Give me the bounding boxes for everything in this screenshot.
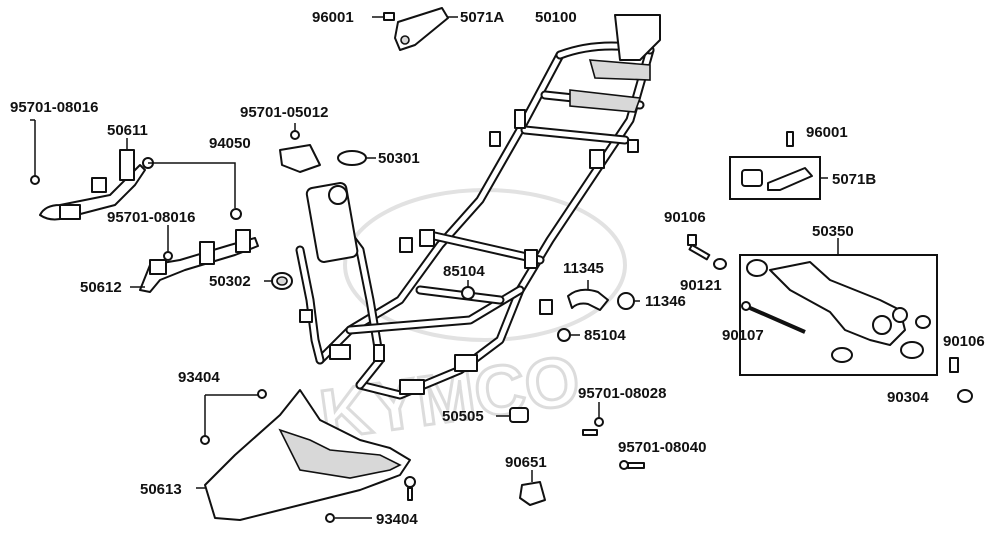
callout-95701-08028: 95701-08028	[578, 385, 666, 402]
bolt-95701-08028	[582, 402, 604, 436]
callout-50350: 50350	[812, 223, 854, 240]
bracket-95701-05012	[279, 123, 321, 173]
callout-50100: 50100	[535, 9, 577, 26]
callout-50611: 50611	[107, 122, 148, 139]
callout-85104-b: 85104	[584, 327, 626, 344]
engine-hanger-50350	[739, 238, 938, 376]
callout-90106-b: 90106	[943, 333, 985, 350]
bolts-93404-a	[200, 389, 267, 445]
main-frame	[295, 14, 661, 400]
callout-90121: 90121	[680, 277, 722, 294]
grommet-50301	[337, 150, 376, 166]
clamp-85104-b	[557, 328, 580, 342]
step-bracket-5071a	[372, 7, 458, 51]
clip-90651	[519, 470, 546, 506]
callout-93404-b: 93404	[376, 511, 418, 528]
clamp-85104-a	[461, 280, 475, 300]
under-cover-50613	[196, 389, 411, 521]
callout-96001-top: 96001	[312, 9, 354, 26]
callout-11346: 11346	[645, 293, 686, 310]
callout-50613: 50613	[140, 481, 182, 498]
bolt-95701-08040	[619, 460, 645, 470]
callout-90651: 90651	[505, 454, 547, 471]
washer-90121	[713, 258, 727, 270]
cap-50505	[496, 407, 529, 423]
callout-90106-a: 90106	[664, 209, 706, 226]
callout-95701-08016-b: 95701-08016	[107, 209, 195, 226]
hose-11345	[567, 280, 609, 311]
callout-5071a: 5071A	[460, 9, 504, 26]
callout-95701-05012: 95701-05012	[240, 104, 328, 121]
callout-50301: 50301	[378, 150, 420, 167]
callout-5071b: 5071B	[832, 171, 876, 188]
callout-95701-08016-a: 95701-08016	[10, 99, 98, 116]
callout-96001-right: 96001	[806, 124, 848, 141]
callout-90107: 90107	[722, 327, 764, 344]
callout-50612: 50612	[80, 279, 122, 296]
bolts-93404-b	[325, 476, 416, 523]
callout-50302: 50302	[209, 273, 251, 290]
nut-90304	[957, 389, 973, 403]
grommet-50302	[264, 272, 293, 290]
bracket-50611	[30, 120, 242, 221]
bracket-50612	[130, 225, 259, 293]
callout-95701-08040: 95701-08040	[618, 439, 706, 456]
callout-90304: 90304	[887, 389, 929, 406]
callout-50505: 50505	[442, 408, 484, 425]
callout-94050: 94050	[209, 135, 251, 152]
callout-93404-a: 93404	[178, 369, 220, 386]
bolt-90106-b	[949, 357, 959, 373]
step-bracket-5071b	[729, 131, 828, 200]
bolt-90107	[741, 301, 806, 334]
callout-11345: 11345	[563, 260, 604, 277]
bolt-90106-a	[687, 234, 711, 261]
clamp-11346	[617, 292, 640, 310]
callout-85104-a: 85104	[443, 263, 485, 280]
